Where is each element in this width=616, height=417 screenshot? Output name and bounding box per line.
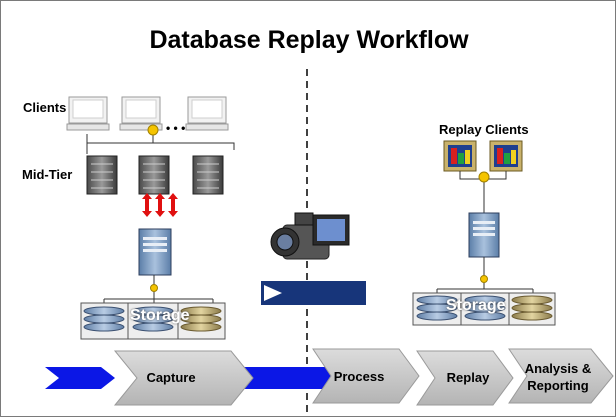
- storage-label-capture: Storage: [130, 307, 190, 324]
- flow-arrow-segment: [45, 367, 115, 389]
- connector-node: [480, 275, 488, 283]
- connector-node: [478, 171, 490, 183]
- step-replay-label: Replay: [446, 370, 490, 385]
- midtier-server-icon: [86, 155, 118, 195]
- midtier-server-icon: [192, 155, 224, 195]
- chevron-capture: [113, 350, 254, 406]
- chevron-process: [312, 348, 420, 404]
- connector-node: [150, 284, 158, 292]
- capture-bar: [261, 281, 366, 305]
- replay-client-icon: [489, 140, 523, 172]
- video-camera-icon: [270, 212, 350, 260]
- chevron-replay: [416, 350, 514, 406]
- step-analysis-label: Analysis & Reporting: [524, 361, 592, 393]
- diagram-title: Database Replay Workflow: [149, 26, 469, 54]
- client-bus: [86, 130, 235, 154]
- client-pc-icon: [66, 96, 110, 131]
- flow-arrow-segment: [237, 367, 339, 389]
- storage-label-replay: Storage: [446, 297, 506, 314]
- replay-client-icon: [443, 140, 477, 172]
- midtier-label: Mid-Tier: [22, 167, 73, 182]
- midtier-server-icon: [138, 155, 170, 195]
- step-process-label: Process: [333, 369, 385, 384]
- storage-array-icon: [412, 288, 556, 326]
- client-pc-icon: [119, 96, 163, 131]
- red-arrows-icon: [142, 193, 178, 217]
- workflow-band: [45, 348, 614, 406]
- step-capture-label: Capture: [146, 370, 196, 385]
- chevron-analysis: [508, 348, 614, 404]
- clients-ellipsis: • • •: [166, 121, 185, 135]
- replay-clients-label: Replay Clients: [439, 122, 529, 137]
- clients-label: Clients: [23, 100, 67, 115]
- database-server-icon: [468, 212, 500, 258]
- connector-node: [147, 124, 159, 136]
- client-pc-icon: [185, 96, 229, 131]
- storage-array-icon: [80, 298, 226, 340]
- database-server-icon: [138, 228, 172, 276]
